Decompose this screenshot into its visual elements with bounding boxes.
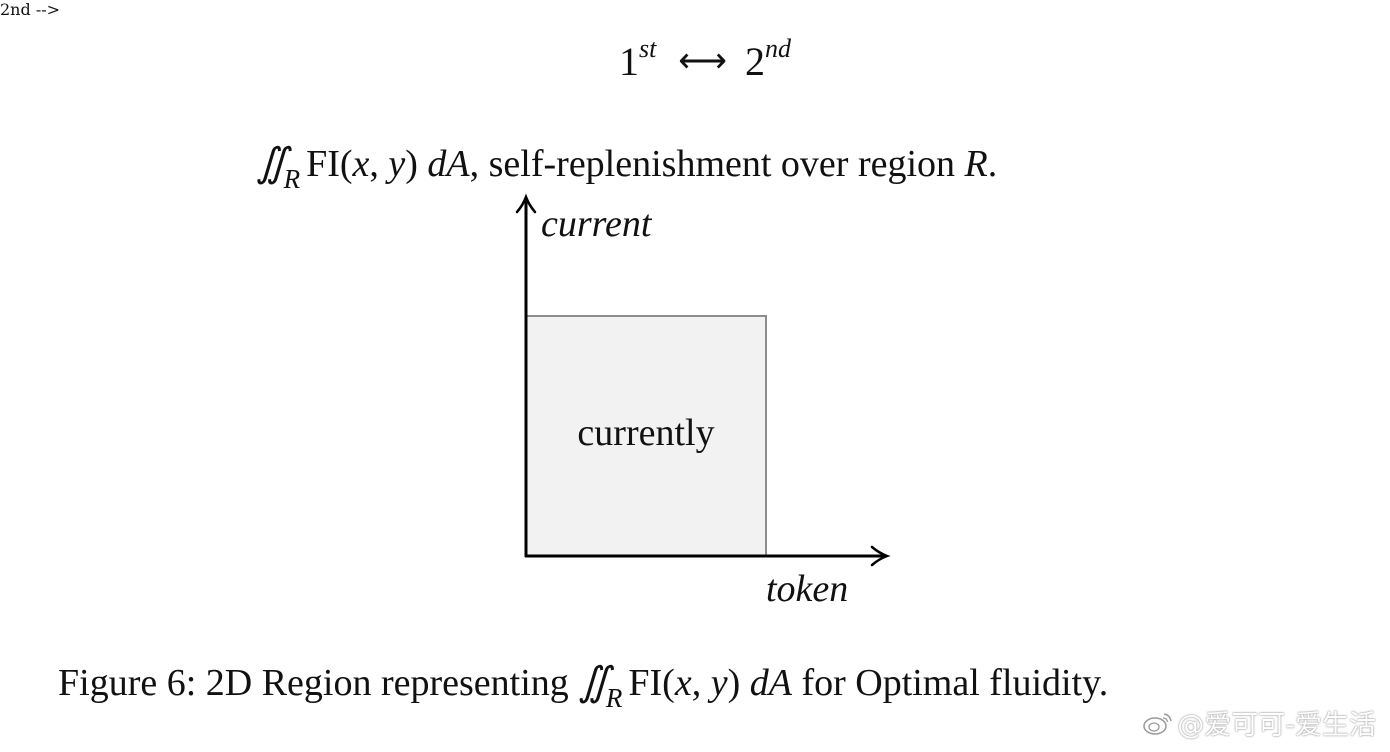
caption-function-name: FI( (628, 662, 675, 704)
first-base: 1 (618, 39, 639, 84)
x-axis-label: token (766, 568, 849, 610)
caption-suffix: for Optimal fluidity. (791, 662, 1109, 704)
first-ordinal: 1st (618, 36, 656, 84)
formula-description: , self-replenishment over region (469, 143, 965, 185)
second-base: 2 (745, 39, 766, 84)
differential: dA (417, 143, 470, 185)
y-axis-arrowhead-icon (515, 193, 537, 214)
second-superscript: nd (765, 34, 792, 63)
ordinal-relation: 1st ⟷ 2nd (0, 36, 1390, 84)
close-paren: ) (405, 143, 418, 185)
watermark-text: @爱可可-爱生活 (1177, 710, 1376, 741)
period: . (987, 143, 998, 185)
caption-close-paren: ) (727, 662, 741, 704)
second-ordinal: 2nd (745, 36, 791, 84)
y-axis-label: current (541, 203, 652, 245)
double-arrow-icon: ⟷ (678, 43, 728, 80)
caption-integral-subscript: R (605, 683, 623, 713)
weibo-icon (1143, 712, 1172, 735)
comma: , (369, 143, 389, 185)
caption-comma: , (691, 662, 711, 704)
caption-prefix: Figure 6: 2D Region representing (58, 662, 579, 704)
function-name: FI( (306, 143, 353, 185)
first-superscript: st (638, 34, 657, 63)
region-symbol: R (964, 143, 988, 185)
watermark: @爱可可-爱生活 (1143, 703, 1376, 742)
caption-variable-y: y (710, 662, 728, 704)
integral-subscript: R (283, 164, 301, 194)
caption-variable-x: x (674, 662, 692, 704)
region-label: currently (577, 412, 715, 454)
variable-y: y (388, 143, 406, 185)
caption-differential: dA (740, 662, 792, 704)
x-axis-arrowhead-icon (870, 545, 891, 567)
double-integral-symbol: ∬ (256, 140, 287, 185)
variable-x: x (352, 143, 370, 185)
caption-double-integral-symbol: ∬ (578, 659, 609, 704)
